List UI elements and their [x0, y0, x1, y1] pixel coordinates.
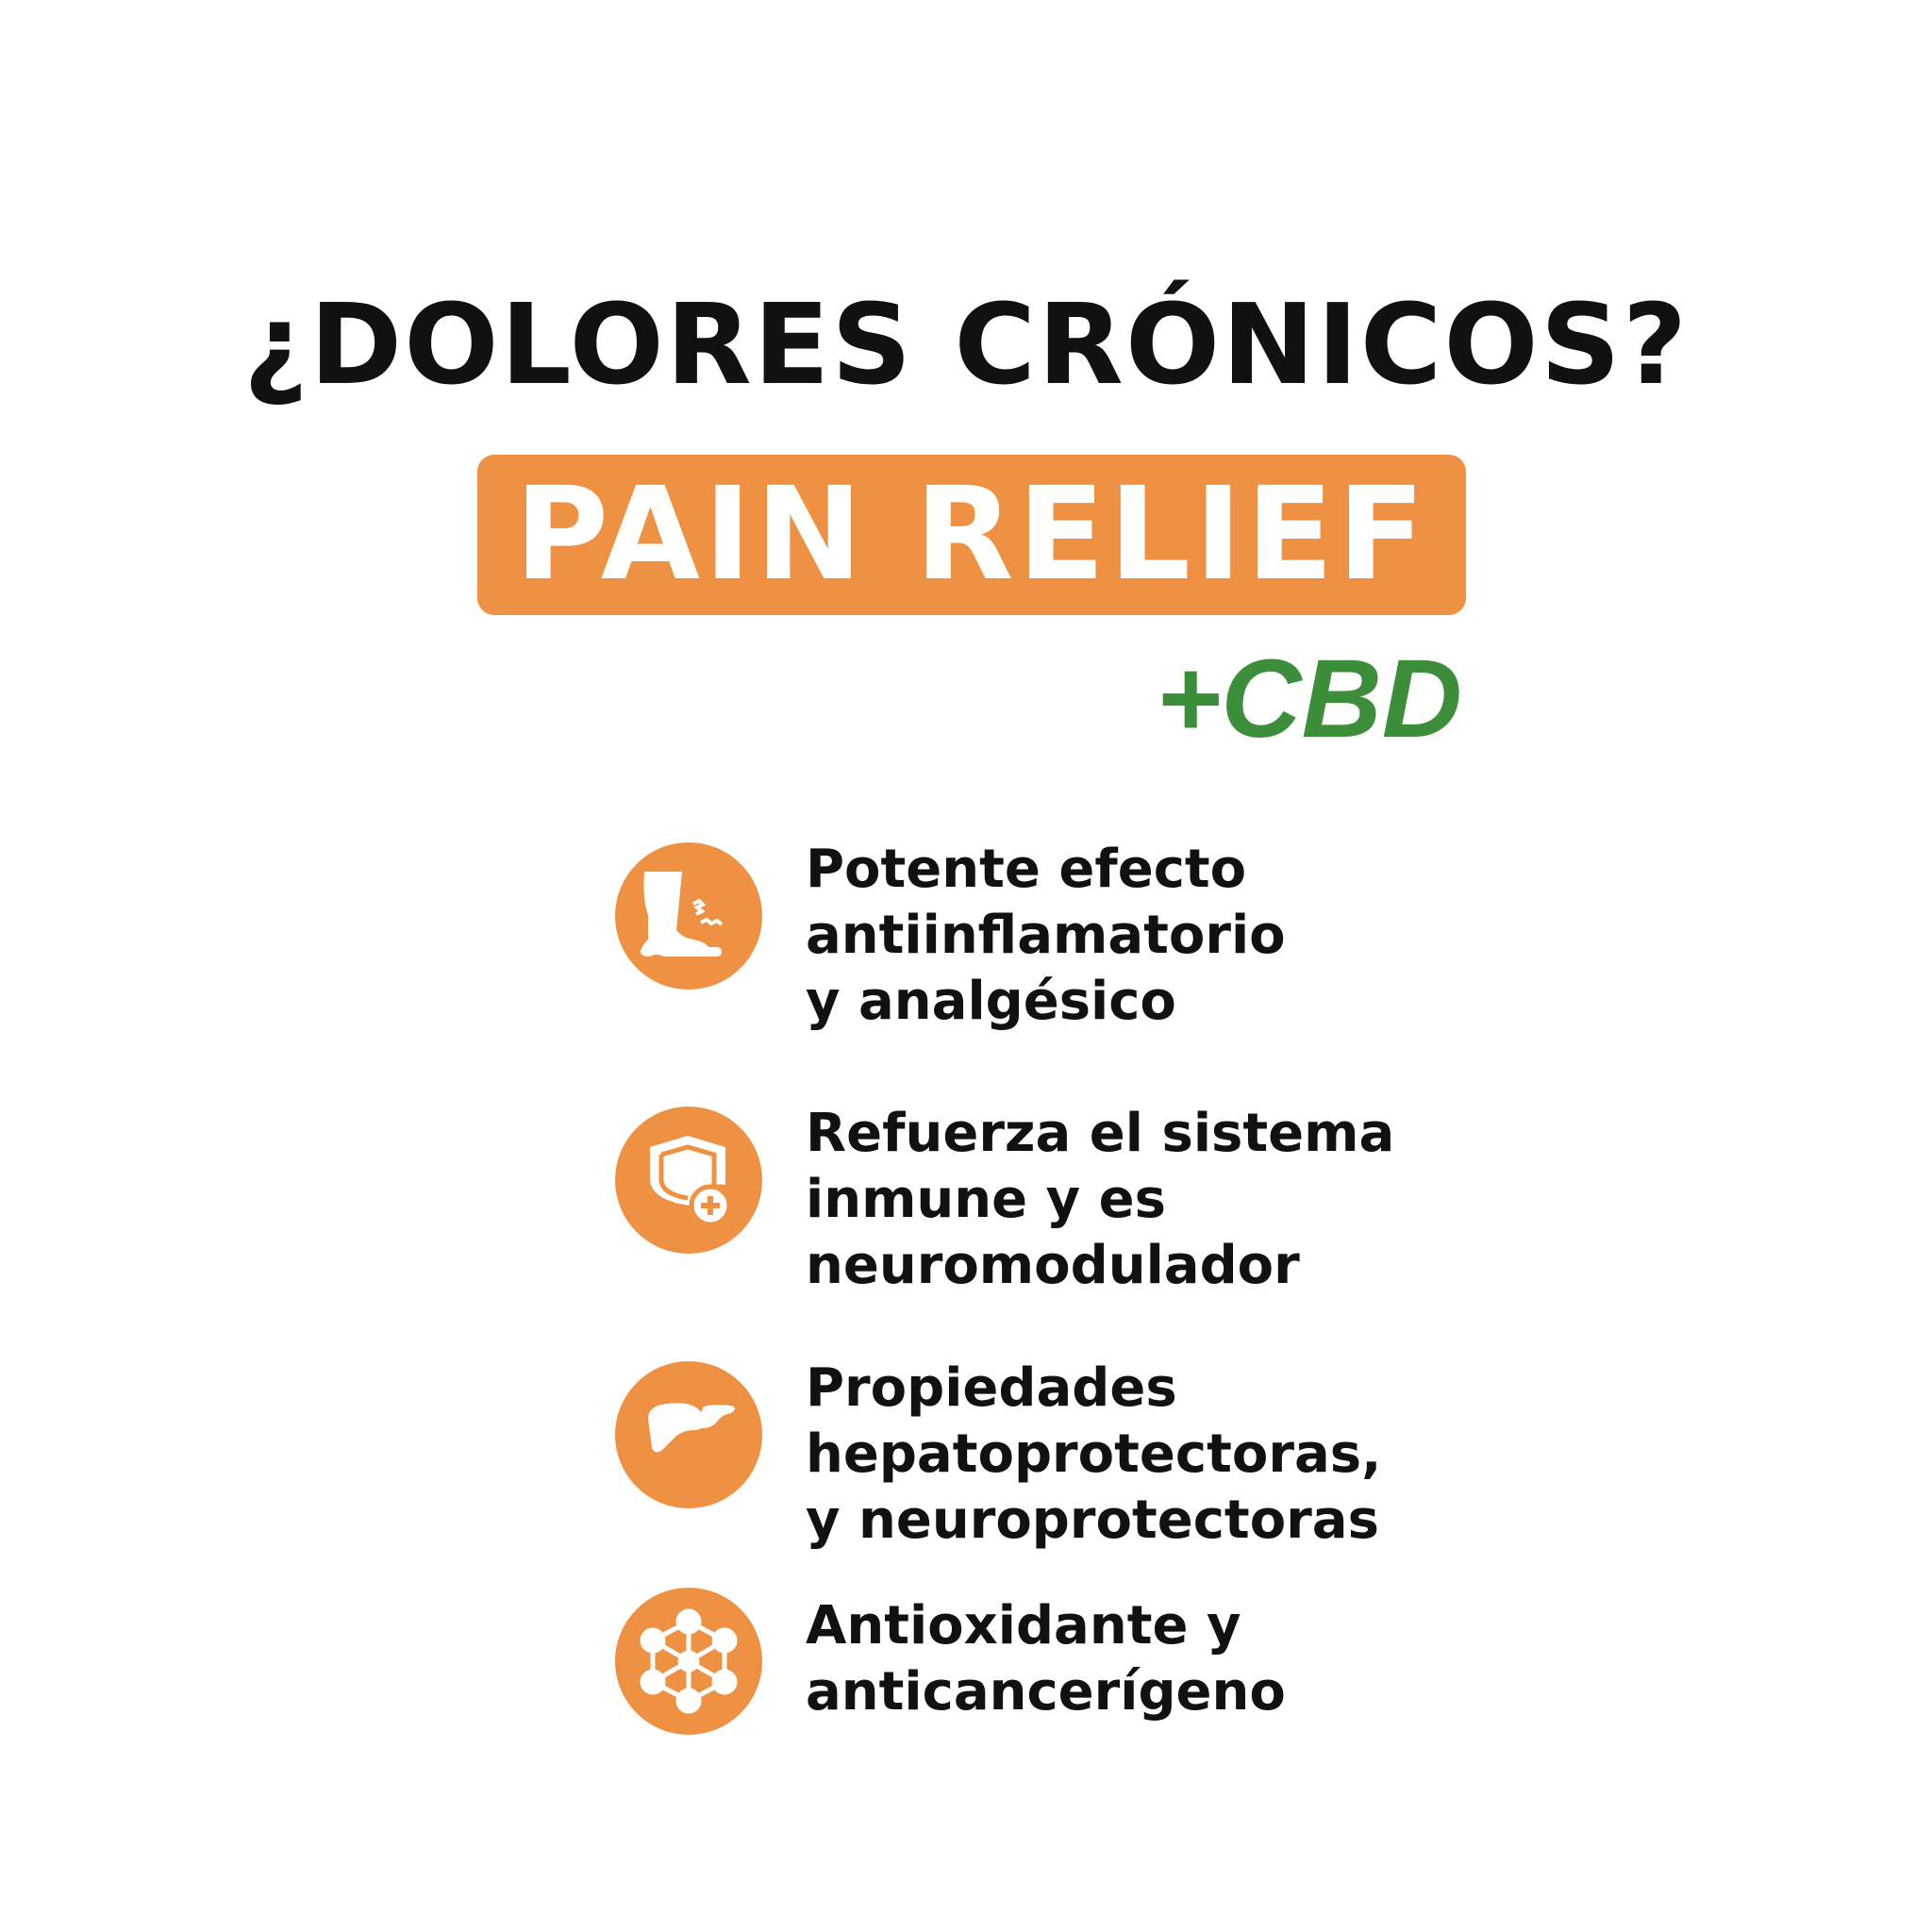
feature-item: Refuerza el sistema inmune y es neuromod… [615, 1103, 1394, 1296]
page-title: ¿DOLORES CRÓNICOS? [242, 279, 1690, 409]
feature-text: Antioxidante y anticancerígeno [806, 1593, 1286, 1725]
feature-item: Propiedades hepatoprotectoras, y neuropr… [615, 1357, 1381, 1551]
pain-relief-badge: PAIN RELIEF [477, 455, 1466, 615]
feature-text: Refuerza el sistema inmune y es neuromod… [806, 1101, 1394, 1299]
feature-text: Propiedades hepatoprotectoras, y neuropr… [806, 1356, 1381, 1554]
feature-text: Potente efecto antiinflamatorio y analgé… [806, 837, 1286, 1035]
liver-icon [615, 1361, 762, 1508]
feature-line: Propiedades [806, 1357, 1177, 1419]
feature-item: Antioxidante y anticancerígeno [615, 1588, 1286, 1735]
shield-plus-icon [615, 1107, 762, 1254]
feature-line: Refuerza el sistema [806, 1103, 1395, 1164]
feature-line: antiinflamatorio [806, 905, 1286, 966]
feature-line: anticancerígeno [806, 1661, 1286, 1723]
feature-item: Potente efecto antiinflamatorio y analgé… [615, 839, 1286, 1032]
molecule-icon [615, 1588, 762, 1735]
badge-label: PAIN RELIEF [514, 460, 1429, 609]
feature-line: Potente efecto [806, 839, 1247, 900]
feature-line: hepatoprotectoras, [806, 1423, 1382, 1485]
cbd-tagline: +CBD [1156, 637, 1462, 761]
foot-pain-icon [615, 842, 762, 990]
feature-line: neuromodulador [806, 1235, 1300, 1296]
feature-line: Antioxidante y [806, 1595, 1241, 1656]
feature-line: inmune y es [806, 1169, 1166, 1230]
feature-line: y analgésico [806, 971, 1176, 1032]
feature-line: y neuroprotectoras [806, 1490, 1379, 1551]
